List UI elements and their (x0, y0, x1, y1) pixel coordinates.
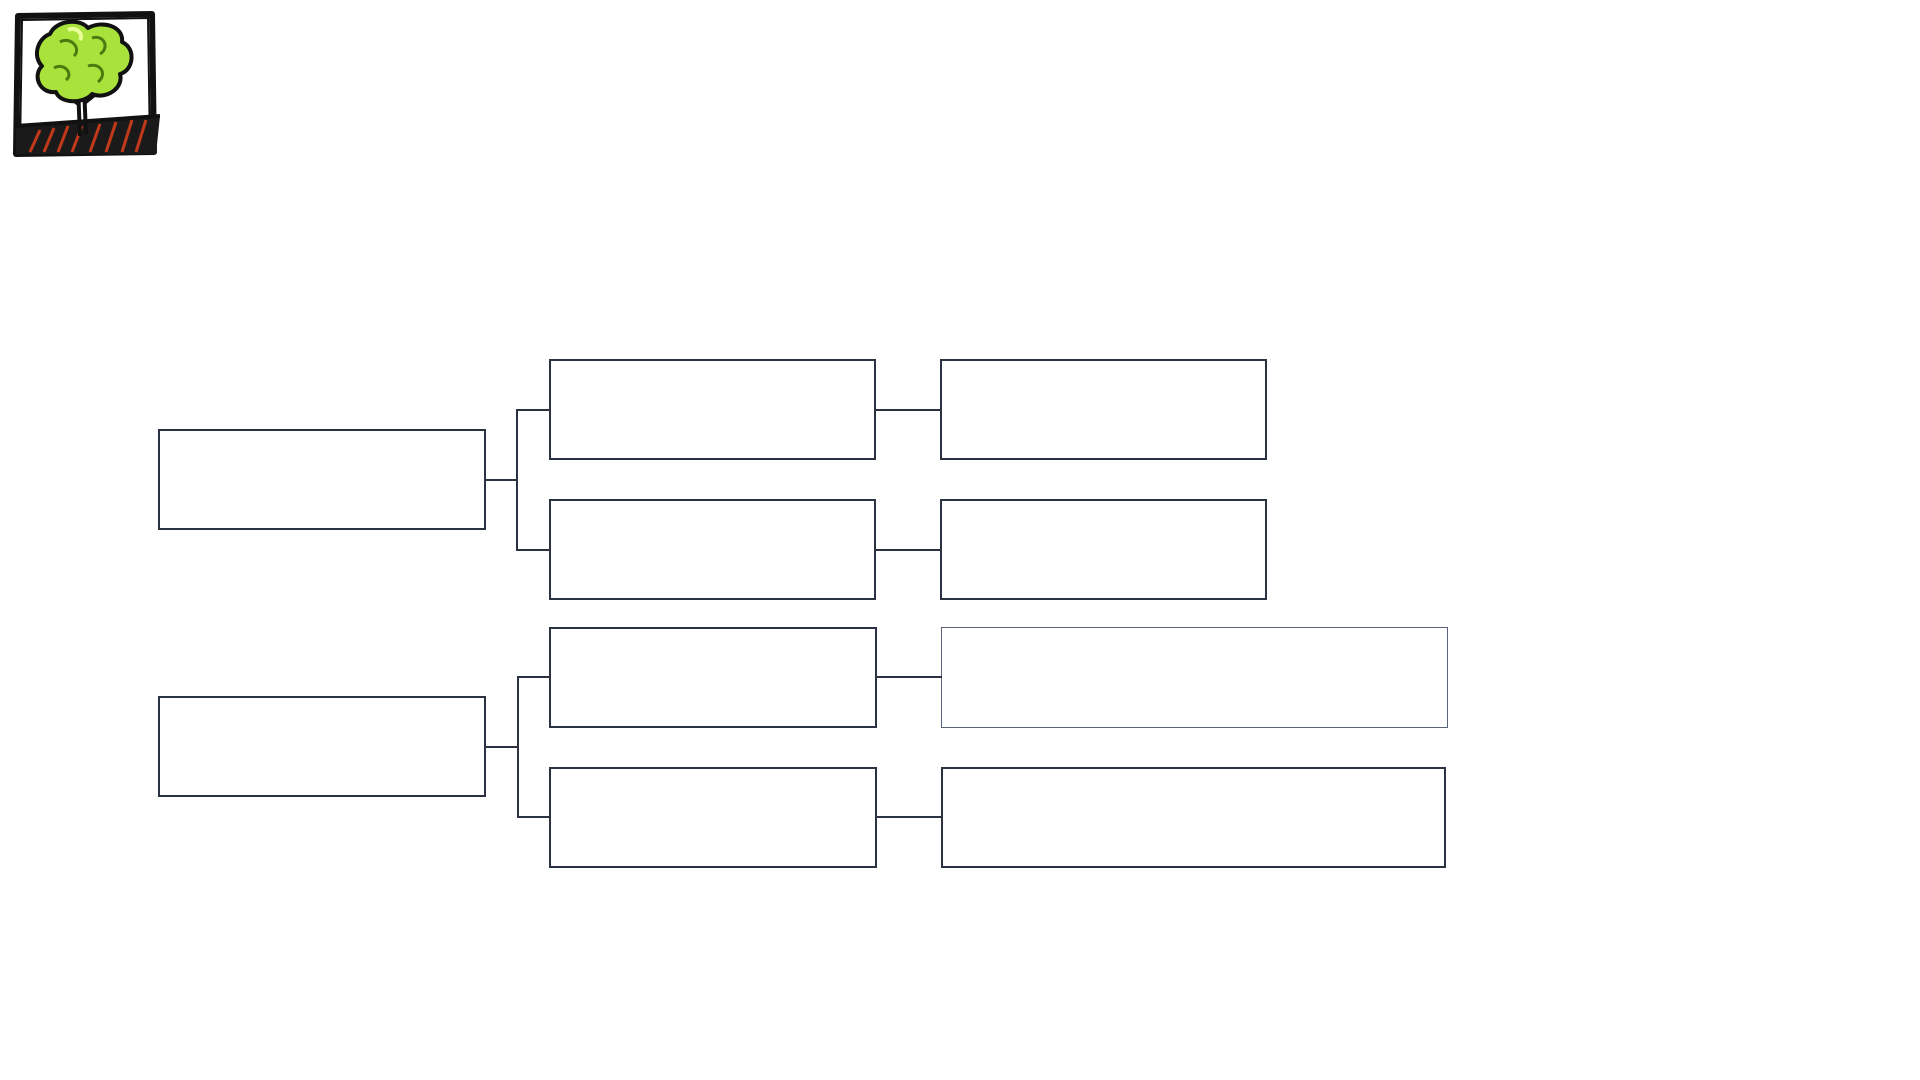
middle-box-2 (549, 499, 876, 600)
leaf-box-1 (940, 359, 1267, 460)
connector-line (517, 816, 550, 818)
middle-box-4 (549, 767, 877, 868)
middle-box-3 (549, 627, 877, 728)
connector-line (517, 676, 550, 678)
connector-line (516, 409, 518, 550)
leaf-box-3 (941, 627, 1448, 728)
connector-line (486, 746, 518, 748)
connector-line (877, 816, 942, 818)
tree-logo-icon (10, 8, 161, 158)
leaf-box-4 (941, 767, 1446, 868)
root-box-1 (158, 429, 486, 530)
leaf-box-2 (940, 499, 1267, 600)
connector-line (516, 549, 550, 551)
connector-line (876, 409, 941, 411)
middle-box-1 (549, 359, 876, 460)
connector-line (876, 549, 941, 551)
connector-line (517, 676, 519, 817)
root-box-2 (158, 696, 486, 797)
connector-line (877, 676, 942, 678)
connector-line (516, 409, 550, 411)
connector-line (486, 479, 517, 481)
